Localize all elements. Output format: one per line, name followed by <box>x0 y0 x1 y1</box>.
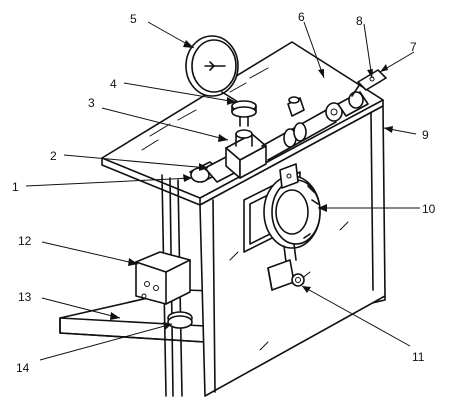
callout-1: 1 <box>12 180 19 194</box>
callout-12: 12 <box>18 234 32 248</box>
callout-14: 14 <box>16 361 30 375</box>
callout-2: 2 <box>50 149 57 163</box>
specimen-mount <box>243 163 321 263</box>
tube-assembly <box>189 91 369 183</box>
front-panel <box>199 105 386 397</box>
callout-10: 10 <box>422 202 436 216</box>
callout-4: 4 <box>110 77 117 91</box>
callout-6: 6 <box>298 10 305 24</box>
callout-labels: 1 2 3 4 5 6 7 8 9 10 11 12 13 14 <box>12 10 436 375</box>
callout-8: 8 <box>356 14 363 28</box>
callout-5: 5 <box>130 12 137 26</box>
clamp-block <box>135 251 191 305</box>
callout-13: 13 <box>18 290 32 304</box>
callout-11: 11 <box>412 350 425 364</box>
callout-7: 7 <box>410 40 417 54</box>
callout-3: 3 <box>88 96 95 110</box>
lower-knob <box>267 259 305 291</box>
callout-9: 9 <box>422 128 429 142</box>
base-collar <box>167 311 193 329</box>
arrow-heads <box>110 40 393 330</box>
pressure-gauge <box>185 35 239 103</box>
gauge-knob <box>231 100 257 127</box>
